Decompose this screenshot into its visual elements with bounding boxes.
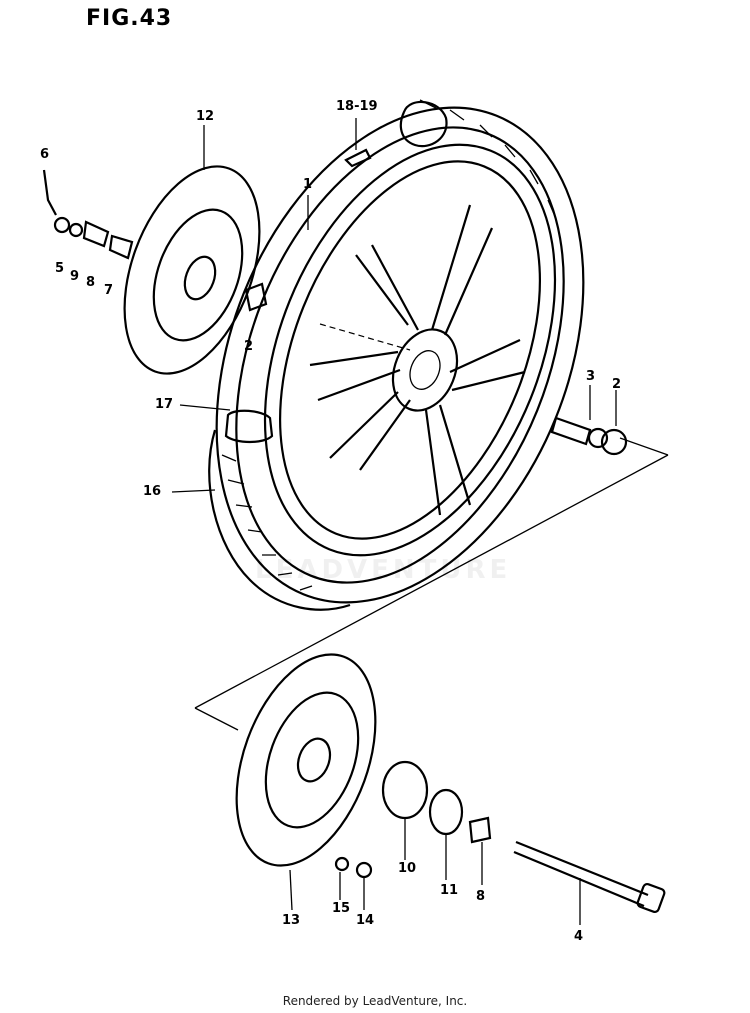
callout-11: 11	[440, 883, 459, 898]
left-hardware	[42, 169, 268, 312]
tube	[224, 409, 274, 444]
right-hardware	[550, 416, 628, 456]
assembly-lines	[194, 323, 669, 731]
callout-3: 3	[586, 369, 596, 384]
callout-7: 7	[104, 283, 114, 298]
callout-8-lower: 8	[476, 889, 486, 904]
callout-12: 12	[196, 109, 215, 124]
callout-15: 15	[332, 901, 351, 916]
callout-16: 16	[143, 484, 162, 499]
footer-credit: Rendered by LeadVenture, Inc.	[282, 994, 468, 1008]
callout-6: 6	[40, 147, 50, 162]
callout-2-left: 2	[244, 339, 254, 354]
brake-disc-lower	[235, 653, 377, 867]
callout-18-19: 18-19	[336, 99, 378, 114]
rim	[263, 143, 557, 557]
callout-8-upper: 8	[86, 275, 96, 290]
callout-4: 4	[574, 929, 584, 944]
callout-14: 14	[356, 913, 375, 928]
callout-13: 13	[282, 913, 301, 928]
callout-5: 5	[55, 261, 65, 276]
valve	[344, 100, 448, 168]
figure-title: FIG.43	[86, 6, 173, 31]
leader-lines	[171, 118, 617, 925]
callout-9: 9	[70, 269, 80, 284]
callout-17: 17	[155, 397, 174, 412]
lower-hardware	[334, 760, 492, 879]
axle	[513, 840, 666, 914]
callout-2-right: 2	[612, 377, 622, 392]
callout-10: 10	[398, 861, 417, 876]
callout-1: 1	[303, 177, 313, 192]
brake-disc-upper	[123, 165, 261, 375]
watermark: LEADVENTURE	[255, 555, 512, 585]
